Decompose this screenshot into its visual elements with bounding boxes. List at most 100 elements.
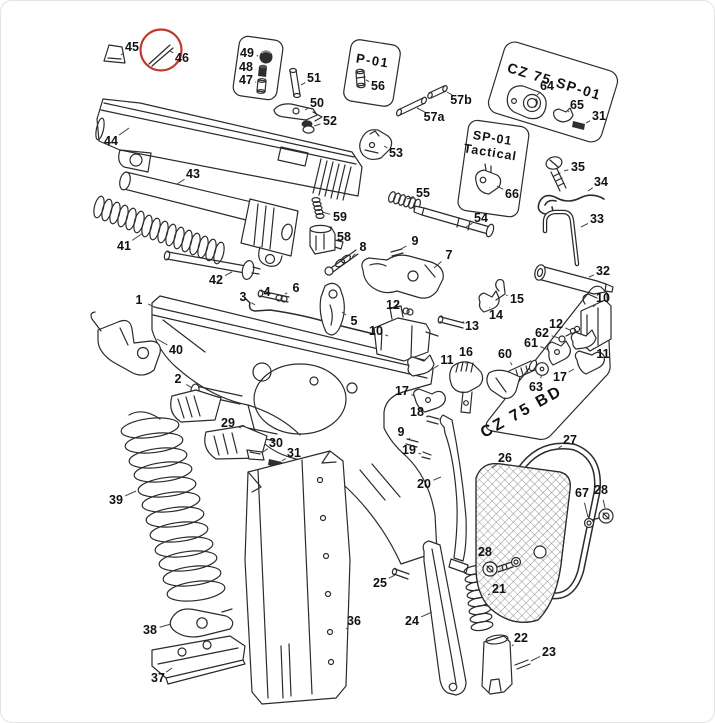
part-label-28b: 28 (478, 545, 492, 559)
part-label-8: 8 (360, 240, 367, 254)
part-label-10a: 10 (369, 324, 383, 338)
part-label-18: 18 (410, 405, 424, 419)
leader-line-45 (120, 52, 125, 56)
leader-line-31a (585, 120, 591, 124)
part-label-36: 36 (347, 614, 361, 628)
leader-line-36 (345, 627, 348, 630)
leader-line-8 (351, 253, 356, 258)
leader-line-9a (400, 245, 407, 250)
pins-57-drawing (395, 85, 448, 117)
firing-pin-drawing (309, 191, 495, 255)
leader-line-40 (156, 338, 168, 346)
leader-line-1 (147, 303, 158, 309)
leader-line-10a (385, 334, 389, 337)
part-label-55: 55 (416, 186, 430, 200)
leader-line-53 (383, 145, 388, 149)
variant-box-label-sp01-tactical: SP-01Tactical (463, 127, 520, 164)
barrel-drawing (119, 171, 299, 267)
leader-line-61 (540, 346, 550, 351)
leader-line-31b (281, 458, 286, 462)
leader-line-37 (165, 667, 173, 673)
leader-line-11b (592, 347, 595, 350)
magazine-spring-drawing (120, 411, 226, 602)
recoil-spring-drawing (93, 195, 225, 265)
part-label-25: 25 (373, 576, 387, 590)
leader-line-66 (496, 185, 504, 190)
leader-line-9b (408, 437, 411, 440)
part-label-15: 15 (510, 292, 524, 306)
part-label-38: 38 (143, 623, 157, 637)
part-label-3: 3 (240, 290, 247, 304)
leader-line-59 (321, 211, 331, 215)
part-label-59: 59 (333, 210, 347, 224)
leader-line-33 (580, 223, 589, 228)
part-label-11a: 11 (440, 353, 453, 367)
small-parts-box (232, 35, 284, 101)
leader-line-18 (425, 415, 429, 418)
leader-line-57b (446, 91, 453, 96)
leader-line-46 (169, 50, 174, 54)
variant-box-p01 (343, 39, 401, 107)
highlight-circle-part-46 (139, 28, 183, 72)
part-label-20: 20 (417, 477, 431, 491)
part-label-54: 54 (474, 211, 488, 225)
part-label-11b: 11 (596, 347, 609, 361)
decocker-parts-drawing (355, 68, 366, 89)
part-label-50: 50 (310, 96, 324, 110)
grip-screws-drawing (482, 508, 614, 577)
variant-box-cz75-sp01 (487, 41, 619, 143)
leader-line-62 (551, 335, 560, 339)
leader-line-15 (505, 294, 508, 297)
part-label-52: 52 (323, 114, 337, 128)
grip-panel-drawing (475, 462, 571, 623)
leader-line-6 (284, 292, 288, 295)
part-label-53: 53 (389, 146, 403, 160)
part-label-1: 1 (136, 293, 143, 307)
leader-line-22 (511, 644, 514, 647)
leader-line-65 (567, 110, 570, 113)
part-label-63: 63 (529, 380, 543, 394)
leader-line-19 (418, 452, 422, 455)
variant-box-sp01-tactical (457, 119, 530, 218)
extractor-drawing (273, 67, 323, 134)
leader-line-58 (334, 239, 337, 241)
part-label-60: 60 (498, 347, 512, 361)
sear-cage-drawing (373, 278, 506, 460)
variant-box-label-p01: P-01 (355, 51, 390, 71)
leader-line-5 (341, 311, 347, 316)
part-label-17a: 17 (395, 384, 409, 398)
part-label-13: 13 (465, 319, 479, 333)
leader-line-7 (433, 261, 442, 269)
part-label-7: 7 (446, 248, 453, 262)
firing-pin-stop-pin-drawing (148, 44, 174, 67)
part-label-46: 46 (175, 51, 189, 65)
leader-line-17b (568, 368, 575, 373)
leader-line-55 (406, 196, 414, 200)
part-label-14: 14 (489, 308, 503, 322)
leader-line-52 (313, 123, 321, 127)
part-label-35: 35 (571, 160, 585, 174)
small-parts-47-49-drawing (256, 50, 273, 94)
part-label-19: 19 (402, 443, 416, 457)
leader-line-67 (583, 502, 589, 518)
part-label-22: 22 (514, 631, 528, 645)
part-label-30: 30 (269, 436, 283, 450)
leader-line-28b (489, 560, 492, 564)
part-label-41: 41 (117, 239, 131, 253)
front-sight-drawing (103, 44, 126, 64)
leader-line-11a (430, 364, 439, 371)
part-label-66: 66 (505, 187, 519, 201)
magazine-release-drawing (170, 383, 243, 423)
tactical-lever-drawing (475, 163, 502, 195)
part-label-21: 21 (492, 582, 506, 596)
part-label-65: 65 (570, 98, 584, 112)
leader-line-27 (555, 445, 563, 451)
part-label-64: 64 (540, 79, 554, 93)
leader-line-12b (564, 327, 571, 331)
part-label-56: 56 (371, 79, 385, 93)
part-label-45: 45 (125, 40, 139, 54)
leader-line-63 (540, 374, 543, 379)
leader-line-10b (592, 304, 596, 308)
